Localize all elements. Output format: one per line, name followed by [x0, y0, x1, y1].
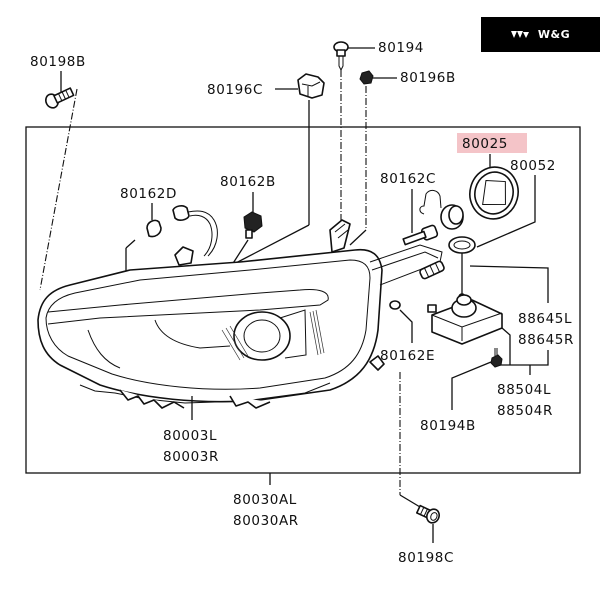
- socket-80162B[interactable]: 80162B: [220, 174, 276, 269]
- label-80025[interactable]: 80025: [462, 136, 508, 152]
- bolt-80198C[interactable]: 80198C: [369, 355, 454, 566]
- bolt-80198B[interactable]: 80198B: [30, 54, 86, 291]
- bulb-80162D[interactable]: 80162D: [120, 186, 177, 277]
- nut-80196B[interactable]: 80196B: [349, 70, 456, 246]
- gasket-80052[interactable]: 80052: [448, 158, 556, 254]
- label-80052[interactable]: 80052: [510, 158, 556, 174]
- label-80162D[interactable]: 80162D: [120, 186, 177, 202]
- harness: [172, 205, 218, 266]
- brand-badge: W&G: [481, 17, 600, 52]
- clip-80196C[interactable]: 80196C: [207, 73, 325, 266]
- label-80003L[interactable]: 80003L: [163, 428, 217, 444]
- label-80198B[interactable]: 80198B: [30, 54, 86, 70]
- brand-name: W&G: [537, 28, 571, 41]
- lens-housing-labels: 80003L 80003R: [163, 396, 219, 465]
- label-80003R[interactable]: 80003R: [163, 449, 219, 465]
- label-88504L[interactable]: 88504L: [497, 382, 551, 398]
- label-88645L[interactable]: 88645L: [518, 311, 572, 327]
- label-80030AL[interactable]: 80030AL: [233, 492, 297, 508]
- label-80162C[interactable]: 80162C: [380, 171, 436, 187]
- assembly-frame: [25, 126, 581, 474]
- igniter-88645[interactable]: 88645L 88645R: [469, 265, 574, 366]
- screw-80194B[interactable]: 80194B: [420, 348, 503, 434]
- label-80196B[interactable]: 80196B: [400, 70, 456, 86]
- ballast-88504[interactable]: 88504L 88504R: [427, 294, 553, 419]
- label-80194[interactable]: 80194: [378, 40, 424, 56]
- label-80198C[interactable]: 80198C: [398, 550, 454, 566]
- label-88645R[interactable]: 88645R: [518, 332, 574, 348]
- screw-80194[interactable]: 80194: [333, 40, 424, 225]
- cover-80025[interactable]: 80025: [457, 133, 527, 224]
- label-80196C[interactable]: 80196C: [207, 82, 263, 98]
- label-80194B[interactable]: 80194B: [420, 418, 476, 434]
- bulb-80162C[interactable]: 80162C: [380, 171, 466, 301]
- triple-chevron-logo-icon: [510, 30, 529, 38]
- label-88504R[interactable]: 88504R: [497, 403, 553, 419]
- label-80030AR[interactable]: 80030AR: [233, 513, 299, 529]
- grommet-80162E[interactable]: 80162E: [380, 300, 435, 364]
- headlamp-housing-80003[interactable]: [37, 219, 445, 409]
- label-80162B[interactable]: 80162B: [220, 174, 276, 190]
- label-80162E[interactable]: 80162E: [380, 348, 435, 364]
- projector-lens: [221, 309, 325, 361]
- assembly-labels: 80030AL 80030AR: [233, 473, 299, 529]
- highlight-80025: [457, 133, 527, 153]
